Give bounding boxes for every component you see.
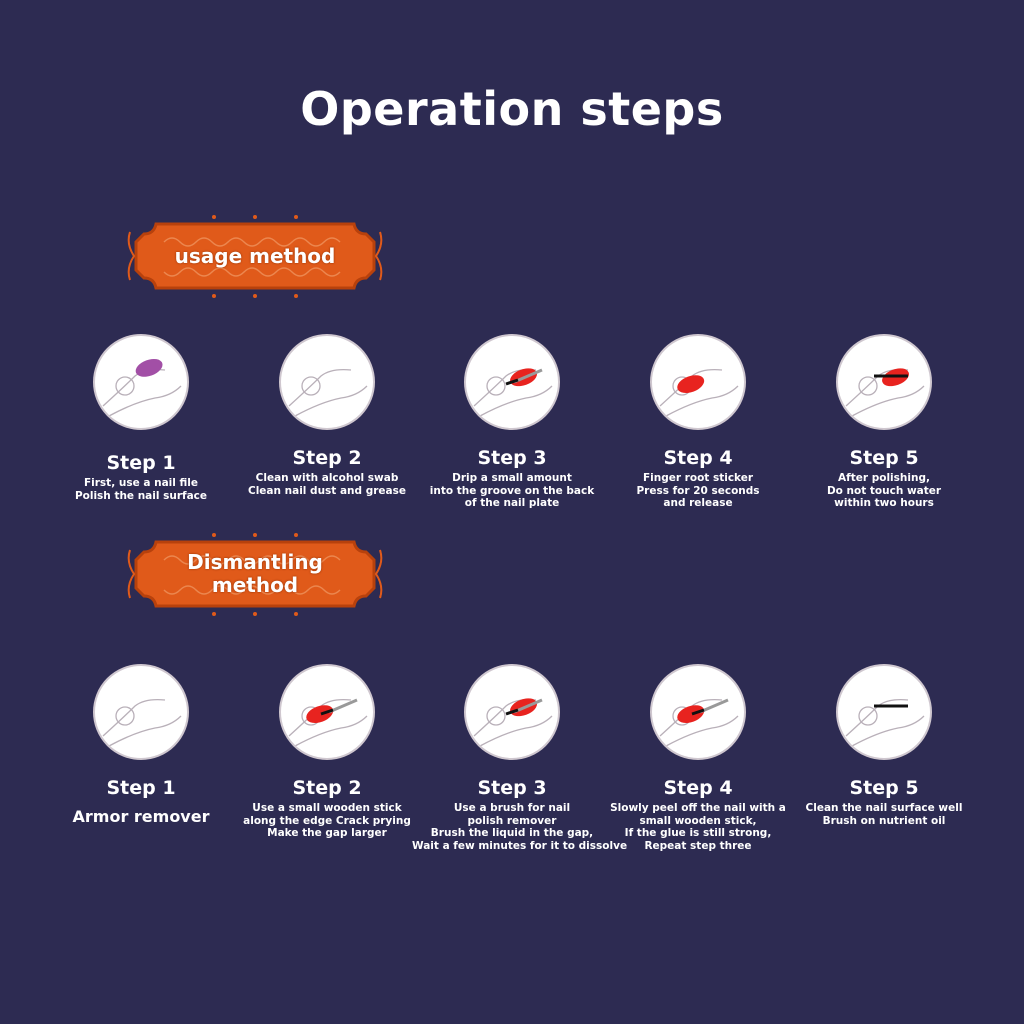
wooden-stick-icon: [279, 664, 375, 760]
description-line: First, use a nail file: [83, 477, 199, 489]
description-line: Finger root sticker: [642, 472, 754, 484]
dismantling-label-line: Dismantling: [187, 550, 323, 574]
step-label: Step 2: [292, 777, 362, 799]
dismantling-label-line: method: [211, 573, 299, 597]
step-label: Step 4: [663, 777, 733, 799]
clean-nail-icon: [279, 334, 375, 430]
description-line: Clean with alcohol swab: [255, 472, 399, 484]
polish-nail-icon: [836, 334, 932, 430]
description-line: Polish the nail surface: [74, 489, 208, 502]
dismantling-step-1: Step 1 Armor remover: [41, 664, 241, 827]
description-line: Repeat step three: [644, 839, 752, 852]
usage-step-5: Step 5 After polishing,Do not touch water…: [784, 334, 984, 510]
description-line: Press for 20 seconds: [636, 484, 760, 497]
description-line: After polishing,: [838, 472, 930, 484]
step-label: Step 5: [849, 447, 919, 469]
step-label: Step 3: [477, 777, 547, 799]
step-label: Step 3: [477, 447, 547, 469]
description-line: within two hours: [834, 497, 934, 509]
description-line: small wooden stick,: [639, 814, 757, 827]
step-label: Step 5: [849, 777, 919, 799]
description-line: of the nail plate: [464, 497, 560, 509]
description-line: Armor remover: [72, 807, 210, 826]
description-line: Use a brush for nail: [453, 802, 571, 814]
step-label: Step 4: [663, 447, 733, 469]
page-title: Operation steps: [300, 82, 724, 136]
description-line: and release: [663, 497, 733, 509]
ornament-frame-icon: [127, 215, 383, 298]
description-line: into the groove on the back: [429, 484, 595, 497]
description-line: along the edge Crack prying: [243, 814, 411, 827]
description-line: Brush on nutrient oil: [822, 814, 946, 827]
description-line: Wait a few minutes for it to dissolve: [412, 839, 628, 852]
usage-method-banner: usage method: [124, 212, 386, 300]
description-line: Slowly peel off the nail with a: [610, 802, 786, 814]
description-line: Clean nail dust and grease: [248, 484, 406, 497]
step-description: Armor remover: [41, 807, 241, 827]
description-line: Use a small wooden stick: [252, 802, 402, 814]
nail-file-icon: [93, 334, 189, 430]
step-label: Step 1: [106, 777, 176, 799]
nutrient-oil-icon: [836, 664, 932, 760]
description-line: Do not touch water: [826, 484, 942, 497]
description-line: Drip a small amount: [452, 472, 572, 484]
usage-method-label: usage method: [174, 243, 336, 268]
ornament-frame-icon: [127, 533, 383, 616]
step-label: Step 1: [106, 452, 176, 474]
glue-drip-icon: [464, 334, 560, 430]
description-line: Make the gap larger: [267, 827, 387, 839]
press-nail-icon: [650, 334, 746, 430]
step-label: Step 2: [292, 447, 362, 469]
peel-nail-icon: [650, 664, 746, 760]
description-line: If the glue is still strong,: [624, 827, 772, 839]
description-line: polish remover: [467, 814, 557, 827]
brush-remover-icon: [464, 664, 560, 760]
description-line: Clean the nail surface well: [805, 802, 963, 814]
remover-bottle-icon: [93, 664, 189, 760]
description-line: Brush the liquid in the gap,: [430, 827, 594, 839]
